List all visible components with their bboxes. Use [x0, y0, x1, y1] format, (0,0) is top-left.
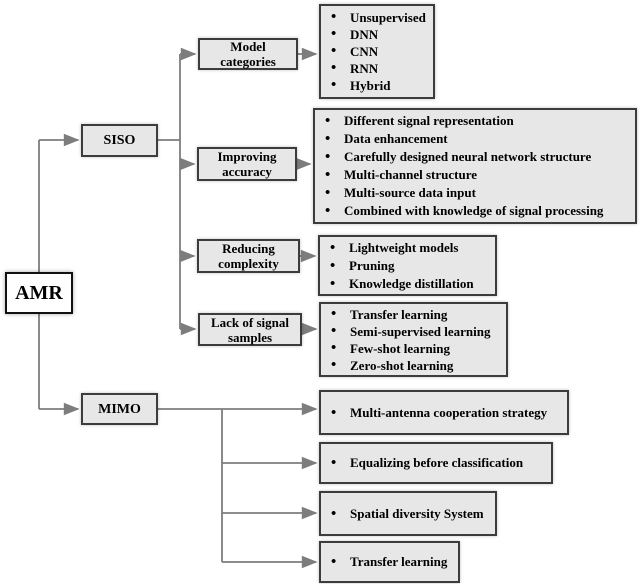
leaf-improving-accuracy-list: Different signal representation Data enh…	[313, 108, 637, 224]
bullet-list: Lightweight models Pruning Knowledge dis…	[320, 239, 495, 293]
list-item: Equalizing before classification	[321, 455, 551, 472]
list-item: Combined with knowledge of signal proces…	[315, 202, 635, 220]
list-item: Different signal representation	[315, 112, 635, 130]
node-mimo-label: MIMO	[98, 401, 141, 417]
leaf-mimo-equalizing: Equalizing before classification	[319, 442, 553, 484]
list-item: Lightweight models	[320, 239, 495, 257]
leaf-model-categories-list: Unsupervised DNN CNN RNN Hybrid	[319, 4, 435, 99]
bullet-list: Unsupervised DNN CNN RNN Hybrid	[321, 9, 433, 94]
bullet-list: Spatial diversity System	[321, 506, 495, 523]
list-item: Hybrid	[321, 77, 433, 94]
node-improving-accuracy-label: Improving accuracy	[217, 149, 277, 179]
list-item: Transfer learning	[321, 306, 506, 323]
leaf-lack-of-signal-samples-list: Transfer learning Semi-supervised learni…	[319, 302, 508, 377]
connector-lines	[38, 47, 318, 569]
list-item: Multi-channel structure	[315, 166, 635, 184]
list-item: Transfer learning	[321, 554, 458, 571]
node-reducing-complexity: Reducing complexity	[197, 239, 300, 273]
list-item: Multi-antenna cooperation strategy	[321, 405, 567, 422]
list-item: Zero-shot learning	[321, 357, 506, 374]
bullet-list: Multi-antenna cooperation strategy	[321, 405, 567, 422]
node-siso-label: SISO	[103, 133, 136, 148]
bullet-list: Transfer learning	[321, 554, 458, 571]
list-item: Carefully designed neural network struct…	[315, 148, 635, 166]
leaf-mimo-transfer-learning: Transfer learning	[319, 541, 460, 583]
node-amr-label: AMR	[15, 281, 63, 304]
node-amr: AMR	[5, 272, 73, 314]
node-lack-of-signal-samples: Lack of signal samples	[198, 313, 302, 346]
bullet-list: Different signal representation Data enh…	[315, 112, 635, 220]
node-mimo: MIMO	[81, 393, 158, 425]
list-item: CNN	[321, 43, 433, 60]
list-item: Spatial diversity System	[321, 506, 495, 523]
list-item: Unsupervised	[321, 9, 433, 26]
list-item: Knowledge distillation	[320, 275, 495, 293]
bullet-list: Transfer learning Semi-supervised learni…	[321, 306, 506, 374]
node-siso: SISO	[81, 124, 158, 157]
leaf-mimo-spatial-diversity: Spatial diversity System	[319, 491, 497, 536]
node-reducing-complexity-label: Reducing complexity	[218, 241, 279, 271]
list-item: Data enhancement	[315, 130, 635, 148]
list-item: Multi-source data input	[315, 184, 635, 202]
leaf-reducing-complexity-list: Lightweight models Pruning Knowledge dis…	[318, 235, 497, 296]
node-model-categories: Model categories	[198, 38, 298, 70]
list-item: DNN	[321, 26, 433, 43]
list-item: Pruning	[320, 257, 495, 275]
list-item: Few-shot learning	[321, 340, 506, 357]
list-item: RNN	[321, 60, 433, 77]
list-item: Semi-supervised learning	[321, 323, 506, 340]
leaf-mimo-multi-antenna: Multi-antenna cooperation strategy	[319, 390, 569, 435]
node-model-categories-label: Model categories	[220, 39, 276, 69]
node-improving-accuracy: Improving accuracy	[197, 147, 297, 181]
node-lack-of-signal-samples-label: Lack of signal samples	[210, 314, 289, 345]
bullet-list: Equalizing before classification	[321, 455, 551, 472]
